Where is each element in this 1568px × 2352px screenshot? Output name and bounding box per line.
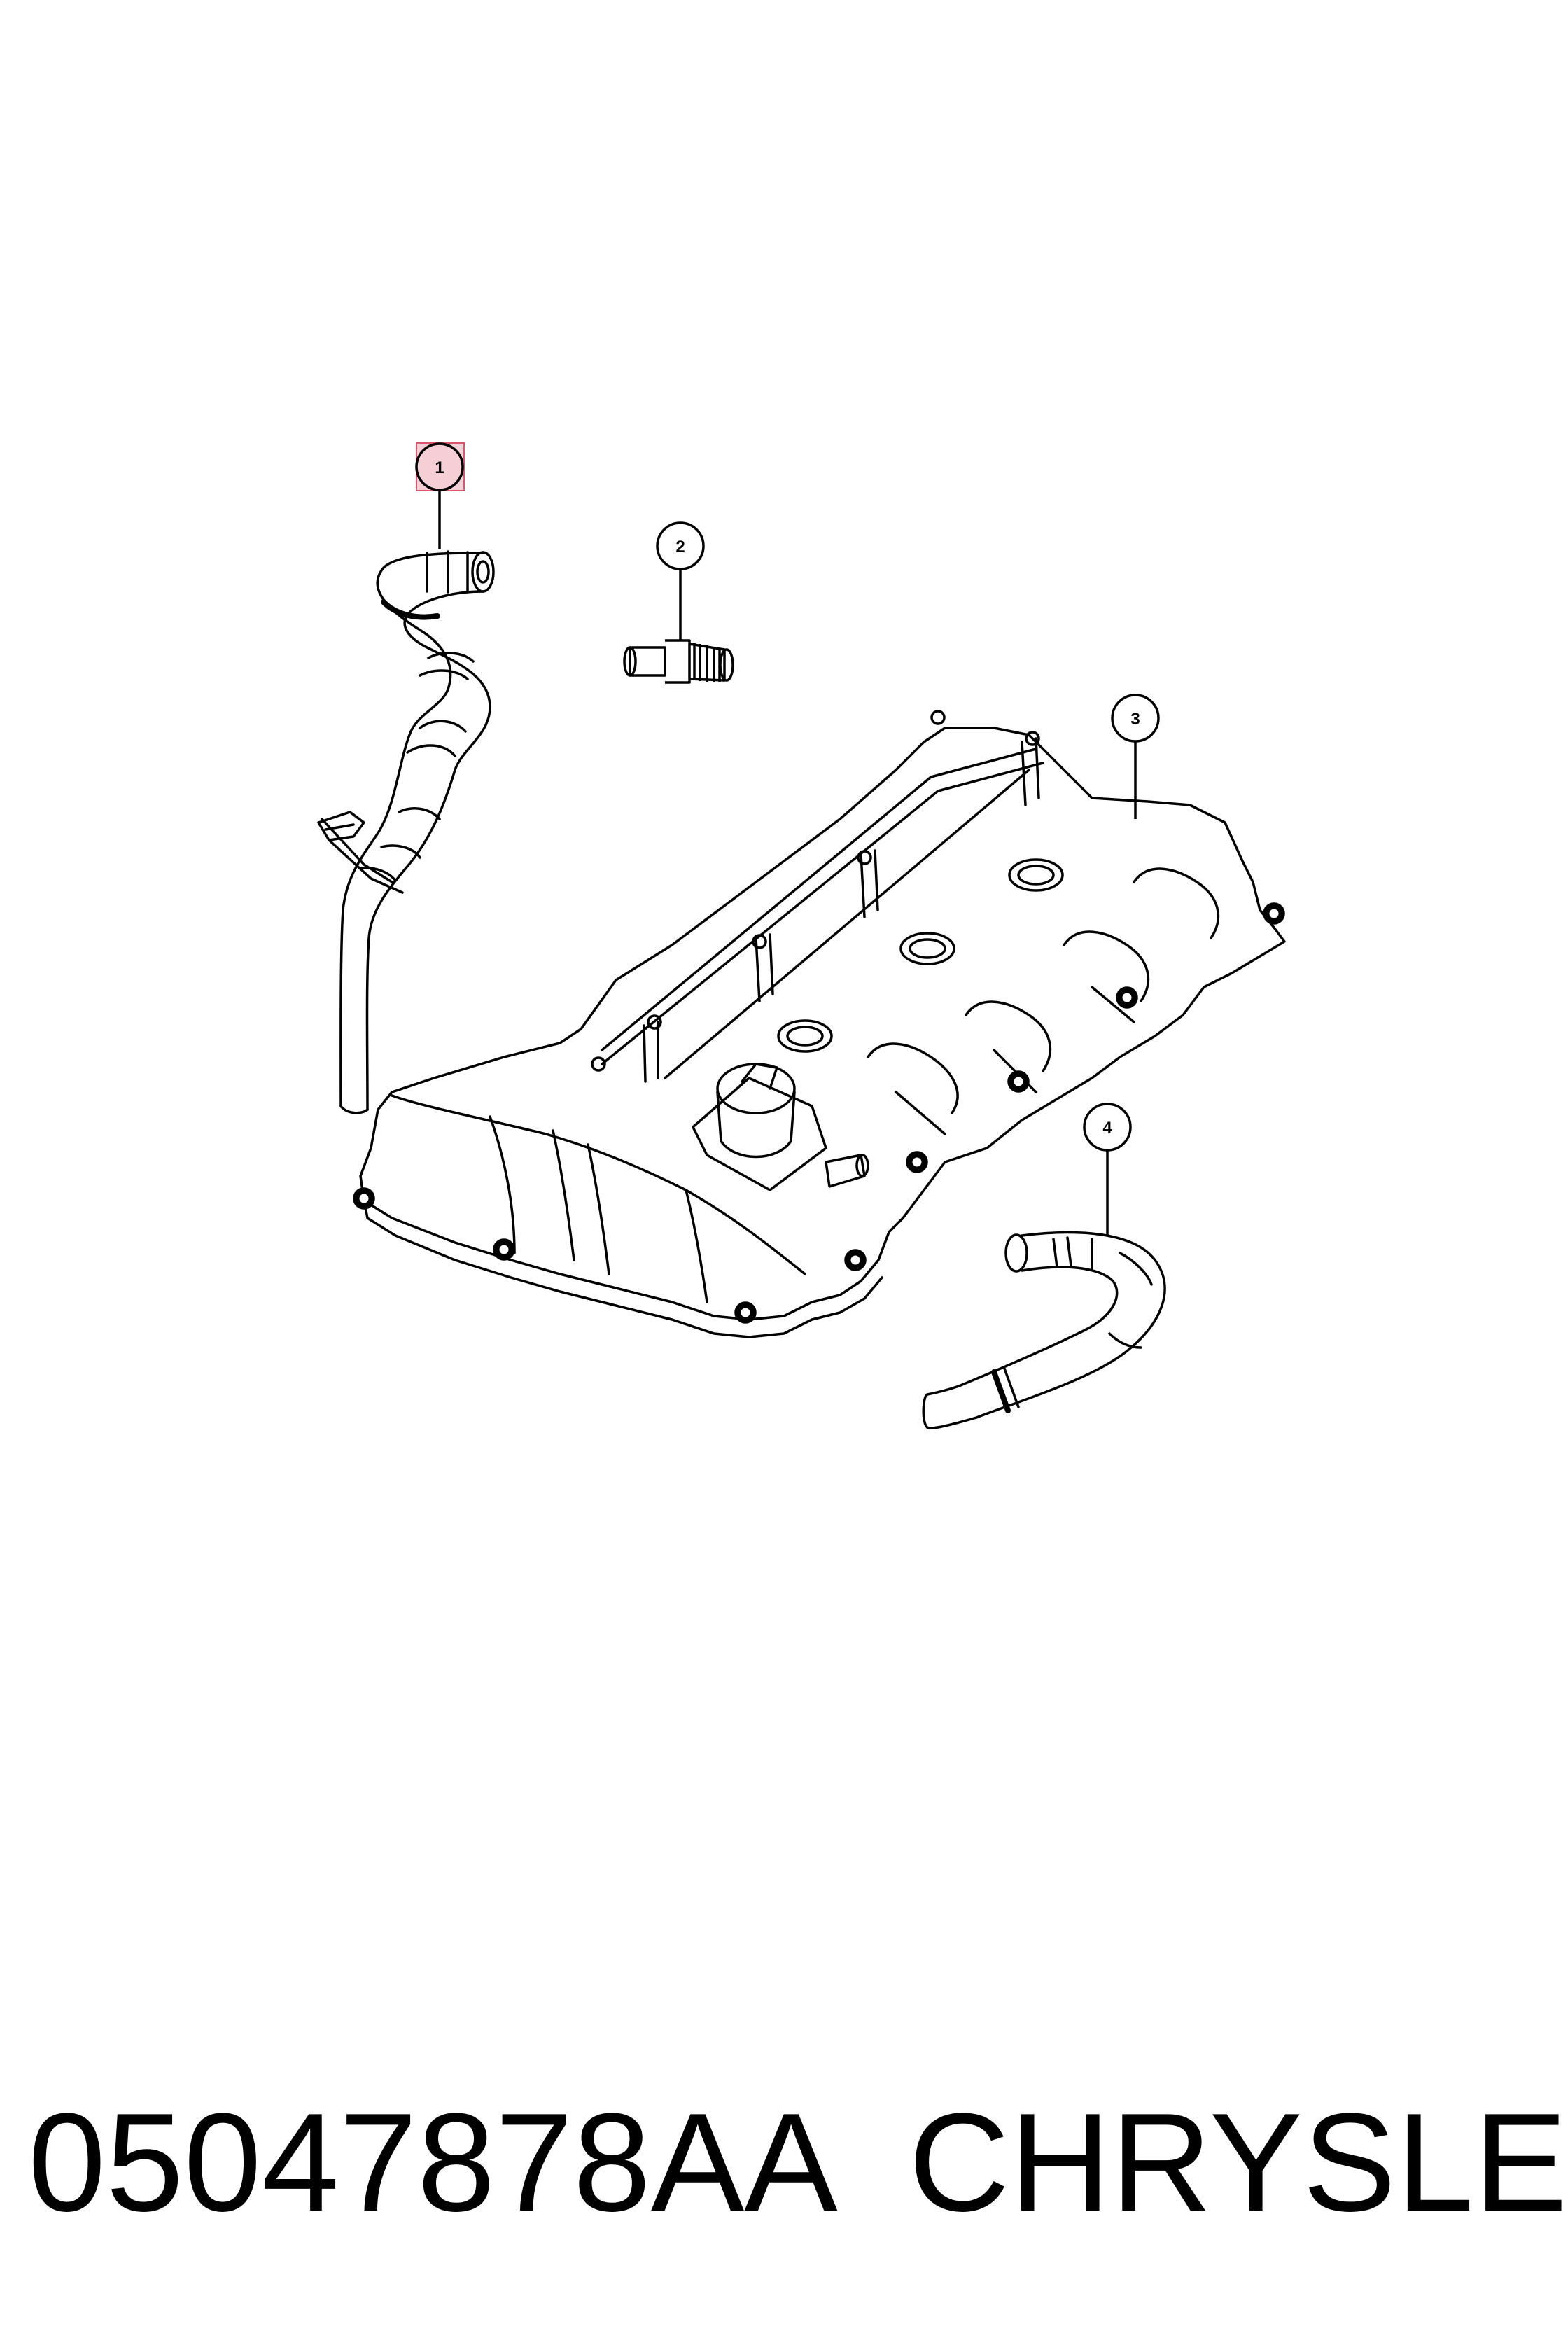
part-3-valve-cover[interactable] (353, 710, 1286, 1338)
callout-2-label: 2 (676, 538, 685, 556)
callout-3-circle (1111, 694, 1160, 743)
callout-4[interactable]: 4 (1083, 1102, 1132, 1152)
part-1-hose[interactable] (317, 550, 495, 1114)
callout-3-label: 3 (1130, 710, 1140, 729)
part-caption: 05047878AA CHRYSLER (28, 2082, 1568, 2244)
callout-4-label: 4 (1102, 1119, 1112, 1138)
callout-1-circle (415, 442, 464, 491)
callout-2-circle (656, 522, 705, 570)
callout-2[interactable]: 2 (656, 522, 705, 570)
callout-4-circle (1083, 1102, 1132, 1152)
part-number: 05047878AA (28, 2085, 838, 2241)
callout-leaders (438, 490, 1137, 1236)
part-4-hose[interactable] (922, 1231, 1166, 1429)
callout-3[interactable]: 3 (1111, 694, 1160, 743)
part-2-pcv-valve[interactable] (623, 639, 734, 684)
brand-name: CHRYSLER (909, 2085, 1568, 2241)
callout-1[interactable]: 1 (415, 442, 465, 491)
callout-1-label: 1 (435, 458, 444, 477)
